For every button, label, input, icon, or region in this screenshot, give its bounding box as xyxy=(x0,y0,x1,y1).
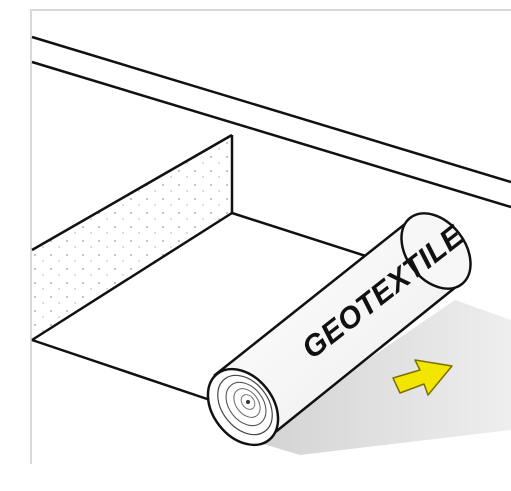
upper-beam xyxy=(32,37,511,207)
